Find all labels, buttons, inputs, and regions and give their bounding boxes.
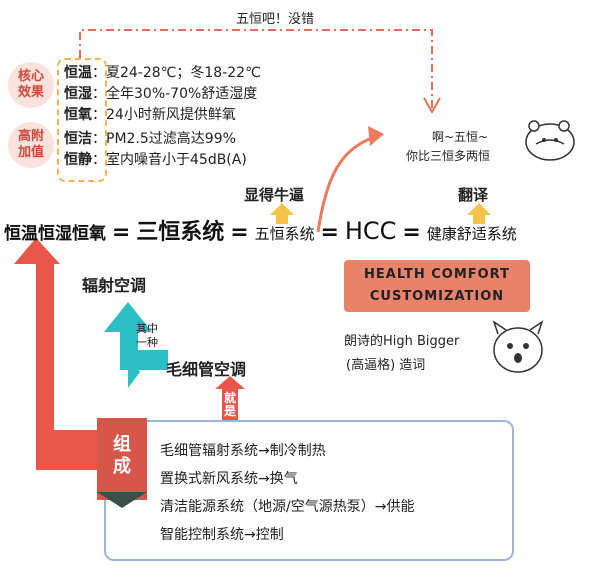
equation-part-3: 五恒系统 (254, 225, 315, 243)
feature-row-humidity: 恒湿：全年30%-70%舒适湿度 (64, 86, 258, 102)
feature-key: 恒静 (64, 152, 92, 168)
equation-line: 恒温恒湿恒氧 = 三恒系统 = 五恒系统 = HCC = 健康舒适系统 (4, 214, 517, 246)
radiant-ac-label: 辐射空调 (82, 276, 147, 295)
equation-part-4: HCC (344, 217, 397, 245)
feature-row-quiet: 恒静：室内噪音小于45dB(A) (64, 152, 247, 168)
composition-badge-tail (97, 492, 147, 508)
label-impressive: 显得牛逼 (244, 186, 305, 204)
composition-item-4: 智能控制系统→控制 (160, 527, 284, 543)
equation-eq-4: = (402, 220, 421, 245)
feature-key: 恒洁 (64, 131, 92, 147)
feature-row-clean: 恒洁：PM2.5过滤高达99% (64, 131, 236, 147)
composition-item-3: 清洁能源系统（地源/空气源热泵）→供能 (160, 499, 415, 515)
one-of-label: 其中一种 (136, 322, 158, 349)
hcc-line-2: CUSTOMIZATION (369, 289, 505, 304)
high-bigger-line-1: 朗诗的High Bigger (344, 334, 460, 349)
bear-illustration-icon (525, 120, 575, 161)
equation-eq-3: = (320, 220, 339, 245)
equation-part-5: 健康舒适系统 (426, 225, 517, 243)
equation-part-2: 三恒系统 (136, 220, 225, 245)
is-label: 就是 (223, 391, 236, 418)
features-key-frame (57, 58, 107, 182)
feature-value: 夏24-28℃；冬18-22℃ (106, 65, 261, 81)
composition-badge: 组成 (97, 418, 147, 500)
badge-core-effect: 核心效果 (8, 62, 54, 108)
feature-row-oxygen: 恒氧：24小时新风提供鲜氧 (64, 107, 236, 123)
bear-caption-1: 啊~五恒~ (432, 130, 489, 144)
badge-extra-value: 高附加值 (8, 122, 54, 168)
feature-value: 24小时新风提供鲜氧 (106, 107, 236, 123)
composition-item-1: 毛细管辐射系统→制冷制热 (160, 443, 326, 459)
composition-item-2: 置换式新风系统→换气 (160, 471, 298, 487)
hcc-line-1: HEALTH COMFORT (364, 267, 510, 282)
badge-core-label: 核心效果 (17, 69, 44, 100)
composition-box (104, 420, 514, 561)
bear-caption-2: 你比三恒多两恒 (406, 149, 491, 163)
equation-eq-2: = (230, 220, 249, 245)
high-bigger-line-2: (高逼格) 造词 (346, 358, 426, 373)
capillary-ac-label: 毛细管空调 (166, 360, 247, 379)
hcc-expansion-box: HEALTH COMFORT CUSTOMIZATION (344, 260, 530, 312)
feature-row-temperature: 恒温：夏24-28℃；冬18-22℃ (64, 65, 261, 81)
label-translate: 翻译 (458, 186, 489, 204)
equation-eq-1: = (111, 220, 131, 245)
equation-part-1: 恒温恒湿恒氧 (4, 224, 106, 244)
feature-value: 室内噪音小于45dB(A) (106, 152, 247, 168)
feature-key: 恒氧 (64, 107, 92, 123)
feature-value: PM2.5过滤高达99% (106, 131, 236, 147)
feature-key: 恒温 (64, 65, 92, 81)
badge-extra-label: 高附加值 (17, 129, 44, 160)
top-note: 五恒吧！没错 (236, 12, 315, 27)
composition-badge-label: 组成 (113, 434, 131, 477)
feature-value: 全年30%-70%舒适湿度 (106, 86, 258, 102)
dog-illustration-icon (492, 320, 544, 373)
feature-key: 恒湿 (64, 86, 92, 102)
